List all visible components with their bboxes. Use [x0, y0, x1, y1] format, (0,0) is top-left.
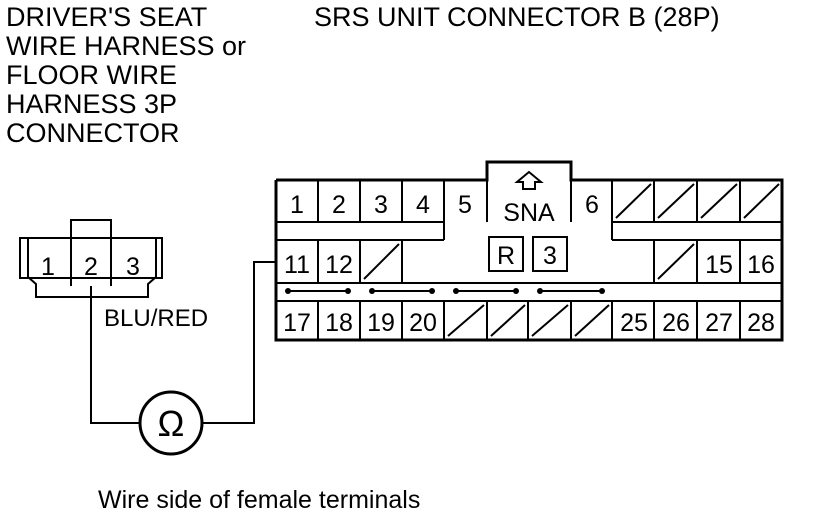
pin-label: 17	[283, 309, 311, 337]
pin-label: 2	[332, 191, 346, 219]
left-title-line: FLOOR WIRE	[6, 60, 178, 90]
small-box-r	[488, 236, 524, 272]
wire-path	[90, 286, 140, 424]
pin-label: 27	[705, 309, 733, 337]
latch-arrow-icon	[514, 170, 544, 190]
ohmmeter-icon	[138, 390, 204, 456]
ohm-symbol: Ω	[158, 403, 185, 444]
left-title-line: CONNECTOR	[6, 118, 180, 148]
pin-label: 16	[747, 251, 775, 279]
left-title-line: HARNESS 3P	[6, 89, 178, 119]
pin-label: 25	[620, 309, 648, 337]
wire-path	[202, 261, 275, 424]
pin-label: 15	[705, 251, 733, 279]
wire-color-label: BLU/RED	[104, 305, 209, 332]
pin-label: 20	[409, 309, 437, 337]
pin-label: 6	[585, 191, 599, 219]
small-box-label: R	[497, 242, 515, 270]
left-pin-label: 3	[126, 253, 140, 281]
pin-label: 26	[662, 309, 690, 337]
pin-label: 19	[367, 309, 395, 337]
pin-label: 4	[416, 191, 430, 219]
left-pin-label: 1	[41, 253, 55, 281]
pin-label: 3	[374, 191, 388, 219]
left-connector-title: DRIVER'S SEAT WIRE HARNESS or FLOOR WIRE…	[6, 3, 246, 148]
pin-label: 12	[325, 251, 353, 279]
pin-label: 5	[458, 191, 472, 219]
right-connector-title: SRS UNIT CONNECTOR B (28P)	[314, 2, 720, 32]
small-box-label: 3	[543, 242, 557, 270]
pin-label: 11	[284, 251, 310, 279]
pin-label: 18	[325, 309, 353, 337]
pin-label: 28	[747, 309, 775, 337]
figure-caption: Wire side of female terminals	[98, 486, 421, 514]
left-pin-label: 2	[84, 253, 98, 281]
small-box-3	[532, 236, 568, 272]
left-title-line: DRIVER'S SEAT	[6, 2, 208, 32]
pin-label: 1	[290, 191, 304, 219]
sna-label: SNA	[503, 199, 555, 227]
left-connector-body	[19, 219, 163, 298]
left-title-line: WIRE HARNESS or	[6, 31, 247, 61]
